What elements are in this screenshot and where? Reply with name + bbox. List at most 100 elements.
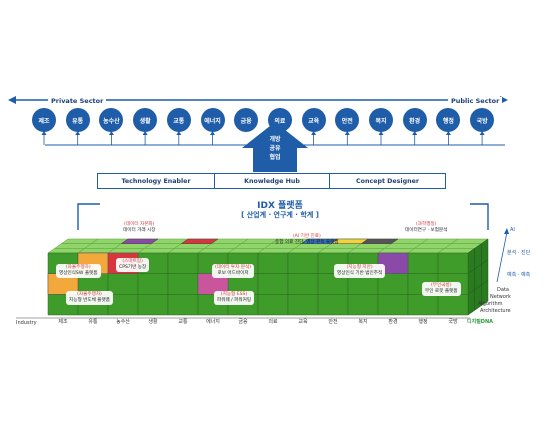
digital-dna-label: 디지털DNA (467, 319, 494, 325)
industry-circle: 농수산 (99, 108, 124, 132)
callout-category: (데이터 자본화) (124, 222, 155, 227)
right-label-predict: 예측 · 예측 (507, 272, 531, 278)
cube-front-face (257, 273, 289, 295)
cube-front-face (287, 252, 319, 274)
depth-label-architecture: Architecture (480, 308, 511, 314)
highlighted-top-tile (360, 238, 399, 244)
callout-text: 종합 의료 진단, 영상 판독 플랫폼 (275, 240, 339, 245)
cube-front-face (377, 294, 409, 316)
industry-circle: 교통 (166, 108, 191, 132)
up-arrow-head (445, 131, 451, 135)
public-sector-label: Public Sector (448, 97, 503, 105)
callout-category: (지능형 지안) (346, 265, 373, 270)
cube-front-face (137, 294, 169, 316)
industry-circle: 금융 (234, 108, 259, 132)
arrow-text-open: 개방 (269, 136, 281, 143)
industry-circle: 에너지 (200, 108, 225, 132)
cube-front-face (407, 294, 439, 316)
technology-enabler-box: Technology Enabler (97, 173, 215, 189)
callout-text: 로보 어드바이저 (217, 271, 249, 276)
industry-axis-label: 국방 (448, 319, 458, 325)
up-arrow-head (108, 131, 114, 135)
depth-label-network: Network (490, 294, 511, 300)
callout-text: 데이터 거래 시장 (123, 228, 156, 233)
cube-front-face (107, 273, 139, 295)
callout-category: (자율주행차) (65, 265, 91, 270)
callout-science-admin: (과학행정)데이터연구 · 보험분석 (402, 221, 450, 235)
industry-axis-name: Industry (16, 320, 37, 326)
highlighted-top-tile (120, 238, 159, 244)
up-arrow-head (176, 131, 182, 135)
highlighted-top-tile (180, 238, 219, 244)
industry-axis-label: 환경 (388, 319, 398, 325)
callout-ai-medical: (AI 기반 진료)종합 의료 진단, 영상 판독 플랫폼 (272, 233, 342, 247)
callout-autonomous-1: (자율주행차)영상인식SW 플랫폼 (56, 264, 101, 278)
callout-category: (무인국방) (431, 283, 452, 288)
cube-front-face (137, 273, 169, 295)
industry-axis-label: 제조 (58, 319, 68, 325)
industry-axis-label: 에너지 (206, 319, 220, 325)
callout-category: (AI 기반 진료) (292, 234, 321, 239)
cube-front-face (167, 294, 199, 316)
cube-front-face (437, 252, 469, 274)
industry-circle: 행정 (436, 108, 461, 132)
up-arrows (41, 131, 485, 145)
up-arrow-head (344, 131, 350, 135)
industry-axis-label: 행정 (418, 319, 428, 325)
industry-axis-label: 생활 (148, 319, 158, 325)
industry-axis-label: 복지 (358, 319, 368, 325)
arrow-text-collab: 협업 (269, 154, 281, 161)
right-axis-arrows (496, 228, 509, 283)
cube-side-face (481, 279, 489, 307)
cube-front-face (167, 273, 199, 295)
depth-label-data: Data (497, 287, 509, 293)
cube-side-face (467, 289, 475, 316)
callout-data-invest: (데이터 투자 분석)로보 어드바이저 (212, 264, 255, 278)
industry-axis-label: 교육 (298, 319, 308, 325)
arrow-text: 개방 공유 협업 (258, 135, 292, 162)
callout-category: (데이터 투자 분석) (215, 265, 252, 270)
callout-smart-ess: (지능형 ESS)파워웨 / 파워커팅 (214, 291, 255, 305)
callout-smart-security: (지능형 지안)영상인식 기반 범인추적 (334, 264, 386, 278)
cube-front-face (437, 294, 469, 316)
cube-front-face (257, 294, 289, 316)
industry-circle: 복지 (369, 108, 393, 132)
industry-axis-label: 의료 (268, 319, 278, 325)
industry-circle: 환경 (402, 108, 427, 132)
cube-front-face (287, 294, 319, 316)
platform-subtitle: [ 산업계 · 연구계 · 학계 ] (241, 211, 319, 219)
cube-front-face (287, 273, 319, 295)
callout-text: CPS기반 농장 (119, 265, 147, 270)
callout-autonomous-2: (자율주행차)지능형 반도체 플랫폼 (66, 291, 113, 305)
up-arrow-head (210, 131, 215, 135)
callout-category: (스마트팜) (122, 259, 143, 264)
callout-text: 데이터연구 · 보험분석 (405, 228, 448, 233)
industry-circle: 제조 (32, 108, 56, 132)
industry-circle: 유통 (65, 108, 90, 132)
connector-line (45, 122, 505, 172)
callout-category: (지능형 ESS) (220, 292, 248, 297)
cube-front-face (167, 252, 199, 274)
cube-front-face (407, 252, 439, 274)
up-arrow-head (378, 131, 384, 135)
platform-bracket (77, 203, 489, 230)
platform-title: IDX 플랫폼 (257, 201, 303, 211)
callout-text: 지능형 반도체 플랫폼 (69, 298, 110, 303)
right-label-analysis: 분석 · 진단 (507, 250, 531, 256)
private-sector-label: Private Sector (48, 97, 107, 105)
up-arrow-head (479, 131, 485, 135)
up-arrow-head (311, 131, 317, 135)
arrow-text-share: 공유 (269, 145, 281, 152)
depth-label-algorithm: Algorithm (478, 301, 503, 307)
callout-unmanned-defense: (무인국방)무인 로봇 플랫폼 (422, 282, 461, 296)
callout-data-capital: (데이터 자본화)데이터 거래 시장 (120, 221, 159, 235)
open-share-collab-arrow (242, 122, 308, 172)
concept-designer-box: Concept Designer (329, 173, 446, 189)
industry-circle: 안전 (335, 108, 360, 132)
callout-category: (과학행정) (415, 222, 437, 227)
up-arrow-head (142, 131, 148, 135)
industry-axis-label: 농수산 (116, 319, 130, 325)
callout-smart-farm: (스마트팜)CPS기반 농장 (116, 258, 150, 272)
industry-axis-label: 유통 (88, 319, 98, 325)
